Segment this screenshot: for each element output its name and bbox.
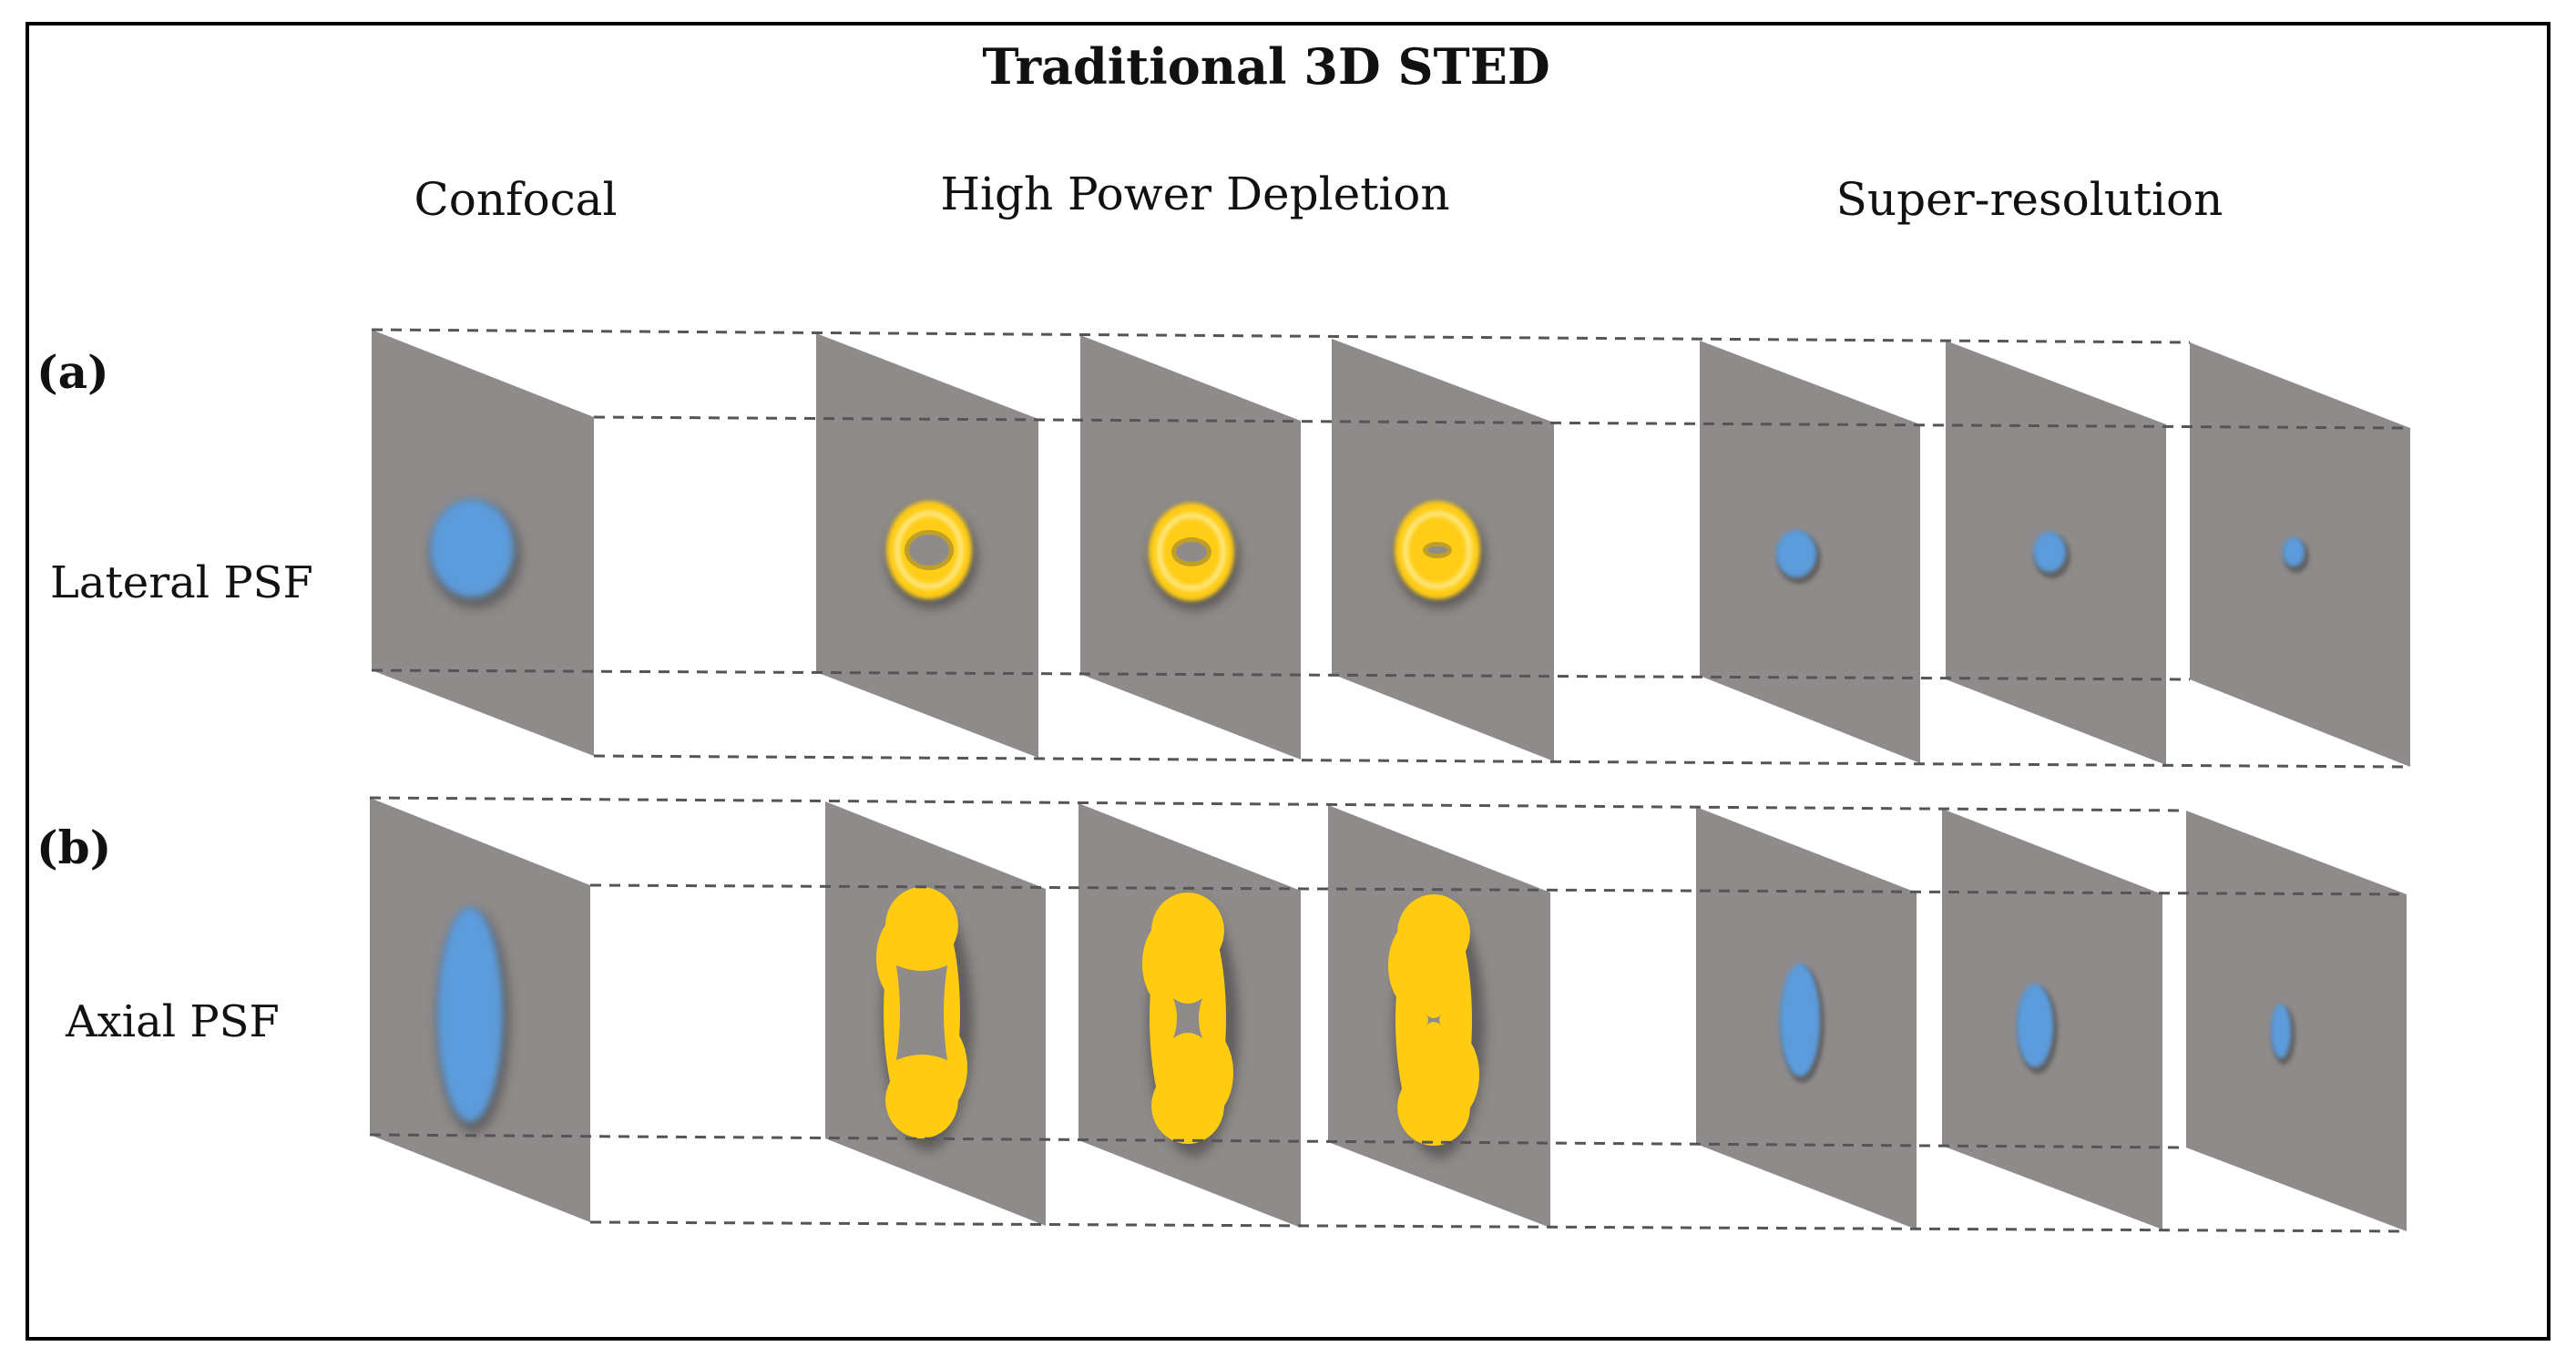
depletion-axial-lobe [1388, 920, 1446, 1011]
guide-line-front-top [589, 883, 2407, 896]
donut-highlight [894, 511, 964, 589]
plane-panel-a-sup-1 [1700, 341, 1920, 763]
guide-line-back-top [369, 796, 2187, 812]
planes-layer [370, 330, 2410, 1231]
depletion-axial-hole [896, 965, 947, 1060]
confocal-axial-psf-spot [437, 907, 503, 1122]
row-label-axial-psf: Axial PSF [65, 996, 280, 1047]
depletion-axial-hole [1425, 1013, 1443, 1027]
plane-panel-a-dep-2 [1080, 335, 1301, 760]
guide-line-front-bottom [593, 754, 2411, 769]
depletion-axial-hole [1173, 998, 1202, 1038]
plane-panel-a-conf-1 [372, 330, 594, 756]
plane-panel-b-sup-1 [1696, 807, 1917, 1229]
donut-hole [909, 535, 949, 566]
depletion-axial-lobe [1421, 1029, 1479, 1120]
plane-panel-b-dep-3 [1328, 805, 1550, 1228]
guide-line-back-bottom [371, 668, 2191, 681]
guide-line-front-bottom [589, 1220, 2407, 1233]
superres-lateral-psf-spot [1776, 530, 1816, 577]
guide-line-back-bottom [369, 1133, 2187, 1149]
plane-panel-b-sup-3 [2186, 811, 2407, 1231]
row-tag-b: (b) [36, 821, 111, 874]
donut-hole [1427, 546, 1447, 554]
guide-line-back-top [371, 328, 2191, 344]
plane-panel-b-dep-2 [1078, 803, 1301, 1228]
plane-panel-a-dep-3 [1332, 339, 1554, 761]
plane-panel-a-dep-1 [816, 333, 1038, 758]
image-plane [2186, 811, 2407, 1231]
plane-panel-b-dep-1 [825, 801, 1046, 1226]
plane-panel-b-conf-1 [370, 798, 590, 1222]
row-tag-a: (a) [36, 345, 109, 399]
row-label-lateral-psf: Lateral PSF [50, 557, 313, 608]
guide-lines [369, 328, 2411, 1233]
guide-line-front-top [593, 415, 2411, 430]
depletion-axial-lobe [1142, 918, 1201, 1009]
column-header-confocal: Confocal [414, 173, 618, 226]
superres-lateral-psf-spot [2033, 532, 2066, 572]
depletion-axial-lobe [1175, 1027, 1233, 1118]
plane-panel-a-sup-3 [2190, 342, 2410, 767]
donut-hole [1176, 542, 1207, 562]
superres-lateral-psf-spot [2283, 537, 2305, 566]
superres-axial-psf-spot [1780, 964, 1820, 1076]
confocal-lateral-psf-spot [430, 499, 514, 597]
donut-highlight [1157, 513, 1226, 591]
donut-highlight [1403, 511, 1472, 589]
plane-panel-b-sup-2 [1942, 809, 2162, 1229]
superres-axial-psf-spot [2271, 1004, 2291, 1058]
plane-panel-a-sup-2 [1946, 341, 2166, 765]
figure-title: Traditional 3D STED [982, 37, 1549, 96]
column-header-superresolution: Super-resolution [1836, 173, 2223, 226]
superres-axial-psf-spot [2017, 984, 2053, 1067]
column-header-depletion: High Power Depletion [940, 168, 1449, 220]
